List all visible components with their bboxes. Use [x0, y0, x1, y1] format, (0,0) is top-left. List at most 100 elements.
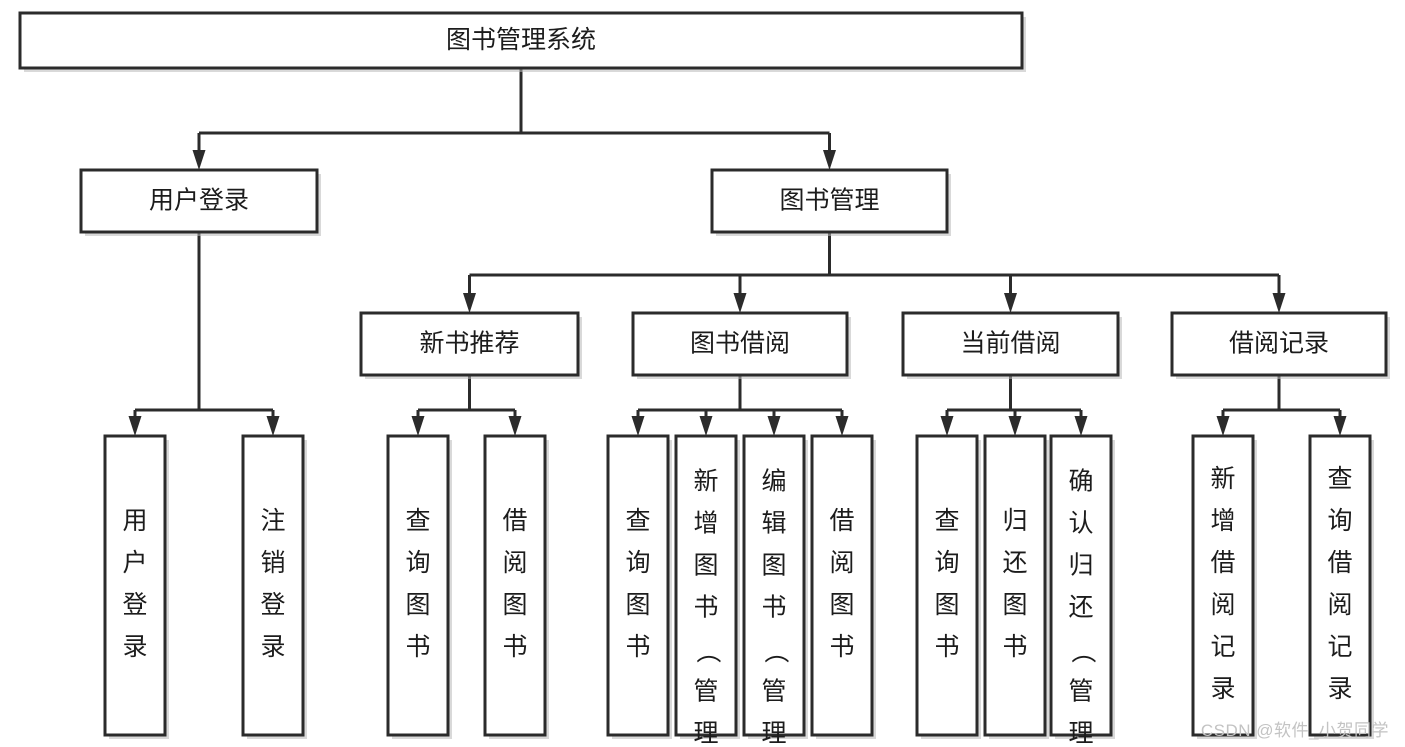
node-label-char: 借 — [1327, 549, 1352, 577]
node-label-char: 用 — [122, 507, 147, 535]
node-label-char: 书 — [502, 633, 527, 661]
node-box[interactable] — [915, 434, 979, 737]
node-label-char: 编 — [761, 468, 786, 496]
edge-group-from-newrec — [411, 375, 522, 436]
node-box[interactable] — [901, 311, 1120, 377]
node-label-char: 登 — [122, 591, 147, 619]
node-label-char: 书 — [405, 633, 430, 661]
node-label-char: 询 — [1327, 507, 1352, 535]
node-borrow[interactable]: 图书借阅 — [631, 311, 851, 379]
edge-group-from-borrow — [631, 375, 849, 436]
edge-arrowhead — [463, 293, 476, 313]
node-label-char: 借 — [829, 507, 854, 535]
nodes-layer: 图书管理系统用户登录图书管理新书推荐图书借阅当前借阅借阅记录用户登录注销登录查询… — [18, 11, 1390, 747]
node-label-char: 归 — [1068, 552, 1093, 580]
node-box[interactable] — [359, 311, 580, 377]
node-records[interactable]: 借阅记录 — [1170, 311, 1390, 379]
node-label-char: 阅 — [1210, 591, 1235, 619]
node-label-char: 图 — [829, 591, 854, 619]
node-label-char: 阅 — [502, 549, 527, 577]
edge-group-from-records — [1216, 375, 1347, 436]
node-newrec[interactable]: 新书推荐 — [359, 311, 582, 379]
node-l-login[interactable]: 用户登录 — [103, 434, 169, 739]
edge-arrowhead — [835, 416, 849, 436]
node-label: 当前借阅 — [960, 330, 1060, 358]
node-box[interactable] — [983, 434, 1047, 737]
node-label-char: 图 — [502, 591, 527, 619]
node-label-char: 新 — [1210, 465, 1235, 493]
node-label-char: 理 — [1068, 720, 1093, 747]
node-box[interactable] — [631, 311, 849, 377]
edge-arrowhead — [1272, 293, 1286, 313]
node-box[interactable] — [1191, 434, 1255, 737]
node-box[interactable] — [606, 434, 670, 737]
edges-layer — [128, 68, 1347, 436]
node-label-char: 还 — [1068, 594, 1093, 622]
node-box[interactable] — [241, 434, 305, 737]
node-box[interactable] — [710, 168, 949, 234]
node-box[interactable] — [386, 434, 450, 737]
node-box[interactable] — [674, 434, 738, 737]
node-label-char: 书 — [761, 594, 786, 622]
node-box[interactable] — [18, 11, 1024, 70]
node-box[interactable] — [1308, 434, 1372, 737]
node-box[interactable] — [79, 168, 319, 234]
edge-arrowhead — [1004, 293, 1017, 313]
node-box[interactable] — [103, 434, 167, 737]
node-box[interactable] — [1049, 434, 1113, 737]
node-current[interactable]: 当前借阅 — [901, 311, 1122, 379]
node-box[interactable] — [1170, 311, 1388, 377]
node-root[interactable]: 图书管理系统 — [18, 11, 1026, 72]
node-label: 用户登录 — [149, 187, 249, 215]
node-label-char: 书 — [934, 633, 959, 661]
edge-arrowhead — [631, 416, 645, 436]
node-label-char: 管 — [693, 678, 718, 706]
node-login[interactable]: 用户登录 — [79, 168, 321, 236]
node-box[interactable] — [483, 434, 547, 737]
node-label-char: 书 — [625, 633, 650, 661]
csdn-watermark: CSDN @软件_小贺同学 — [1200, 721, 1389, 740]
edge-arrowhead — [266, 416, 280, 436]
edge-arrowhead — [508, 416, 522, 436]
edge-group-from-current — [940, 375, 1088, 436]
node-label-char: 书 — [1002, 633, 1027, 661]
node-label-char: 管 — [761, 678, 786, 706]
node-label-char: 询 — [625, 549, 650, 577]
edge-arrowhead — [1074, 416, 1088, 436]
node-box[interactable] — [810, 434, 874, 737]
node-box[interactable] — [742, 434, 806, 737]
node-label-char: （ — [1068, 638, 1096, 663]
node-bookmgmt[interactable]: 图书管理 — [710, 168, 951, 236]
node-label-char: 录 — [122, 633, 147, 661]
node-label-char: 图 — [693, 552, 718, 580]
edge-arrowhead — [940, 416, 954, 436]
node-label-char: 认 — [1068, 510, 1093, 538]
node-label-char: 记 — [1327, 633, 1352, 661]
node-label-char: 查 — [934, 507, 959, 535]
edge-arrowhead — [1216, 416, 1230, 436]
edge-arrowhead — [1008, 416, 1022, 436]
node-label-char: 查 — [625, 507, 650, 535]
node-label-char: 图 — [761, 552, 786, 580]
